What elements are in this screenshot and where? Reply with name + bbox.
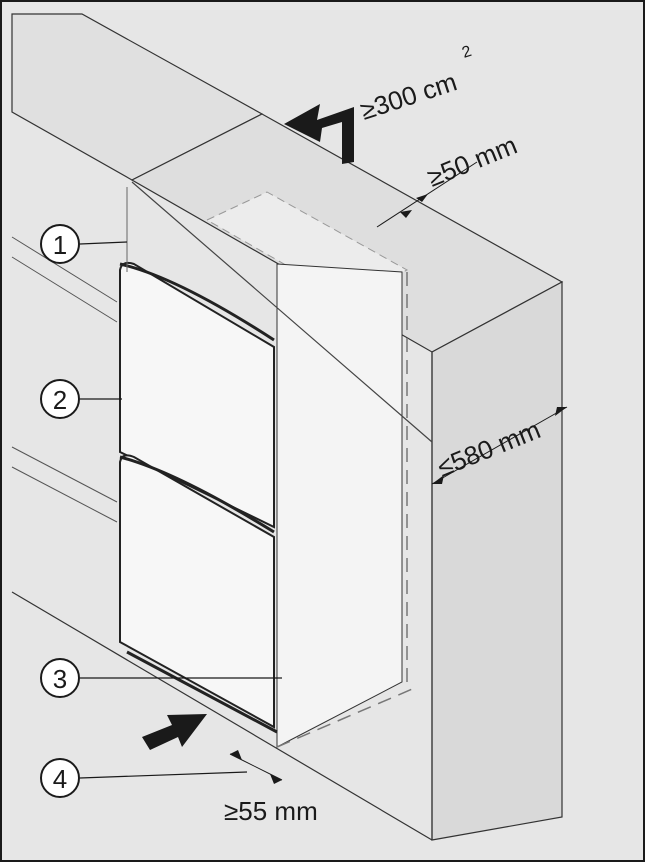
cabinet-band-1 <box>11 236 118 303</box>
appliance-dashed-base <box>276 686 418 748</box>
depth-arrow-1 <box>432 475 444 484</box>
lower-door-top-edge <box>119 455 275 534</box>
depth-dimension-line <box>431 406 568 485</box>
callout-4: 4 <box>40 758 80 798</box>
callout-3: 3 <box>40 658 80 698</box>
vent-outlet-arrow <box>284 104 354 164</box>
cabinet-band-3 <box>11 446 118 503</box>
top-gap-label: ≥50 mm <box>423 130 521 193</box>
vent-inlet-arrow <box>142 714 207 750</box>
lower-door <box>119 454 275 729</box>
depth-arrow-2 <box>555 407 567 416</box>
top-gap-arrow-2 <box>416 194 428 202</box>
ventilation-area-exponent: 2 <box>460 43 474 62</box>
callout-1: 1 <box>40 224 80 264</box>
bottom-gap-arrow-2 <box>270 774 282 784</box>
niche-diagonal <box>131 181 433 443</box>
floor-line <box>11 591 433 841</box>
callout-2-number: 2 <box>53 385 67 415</box>
upper-door-top-edge <box>119 262 275 342</box>
appliance-side <box>276 263 403 748</box>
bottom-gap-dimension-line <box>229 753 283 781</box>
cabinet-band-4 <box>11 466 118 523</box>
callout-1-leader <box>79 241 128 245</box>
housing-side-panel <box>431 280 563 841</box>
ventilation-area-label: ≥300 cm <box>357 66 461 125</box>
callout-4-number: 4 <box>53 764 67 794</box>
top-gap-arrow-1 <box>400 210 412 218</box>
callout-3-number: 3 <box>53 664 67 694</box>
bottom-gap-arrow-1 <box>230 750 242 760</box>
callout-2: 2 <box>40 379 80 419</box>
callout-1-number: 1 <box>53 230 67 260</box>
cabinet-band-2 <box>11 256 118 323</box>
bottom-gap-label: ≥55 mm <box>224 796 318 826</box>
lower-door-bottom-edge <box>126 650 278 734</box>
upper-door <box>119 261 275 529</box>
callout-4-leader <box>79 771 248 779</box>
